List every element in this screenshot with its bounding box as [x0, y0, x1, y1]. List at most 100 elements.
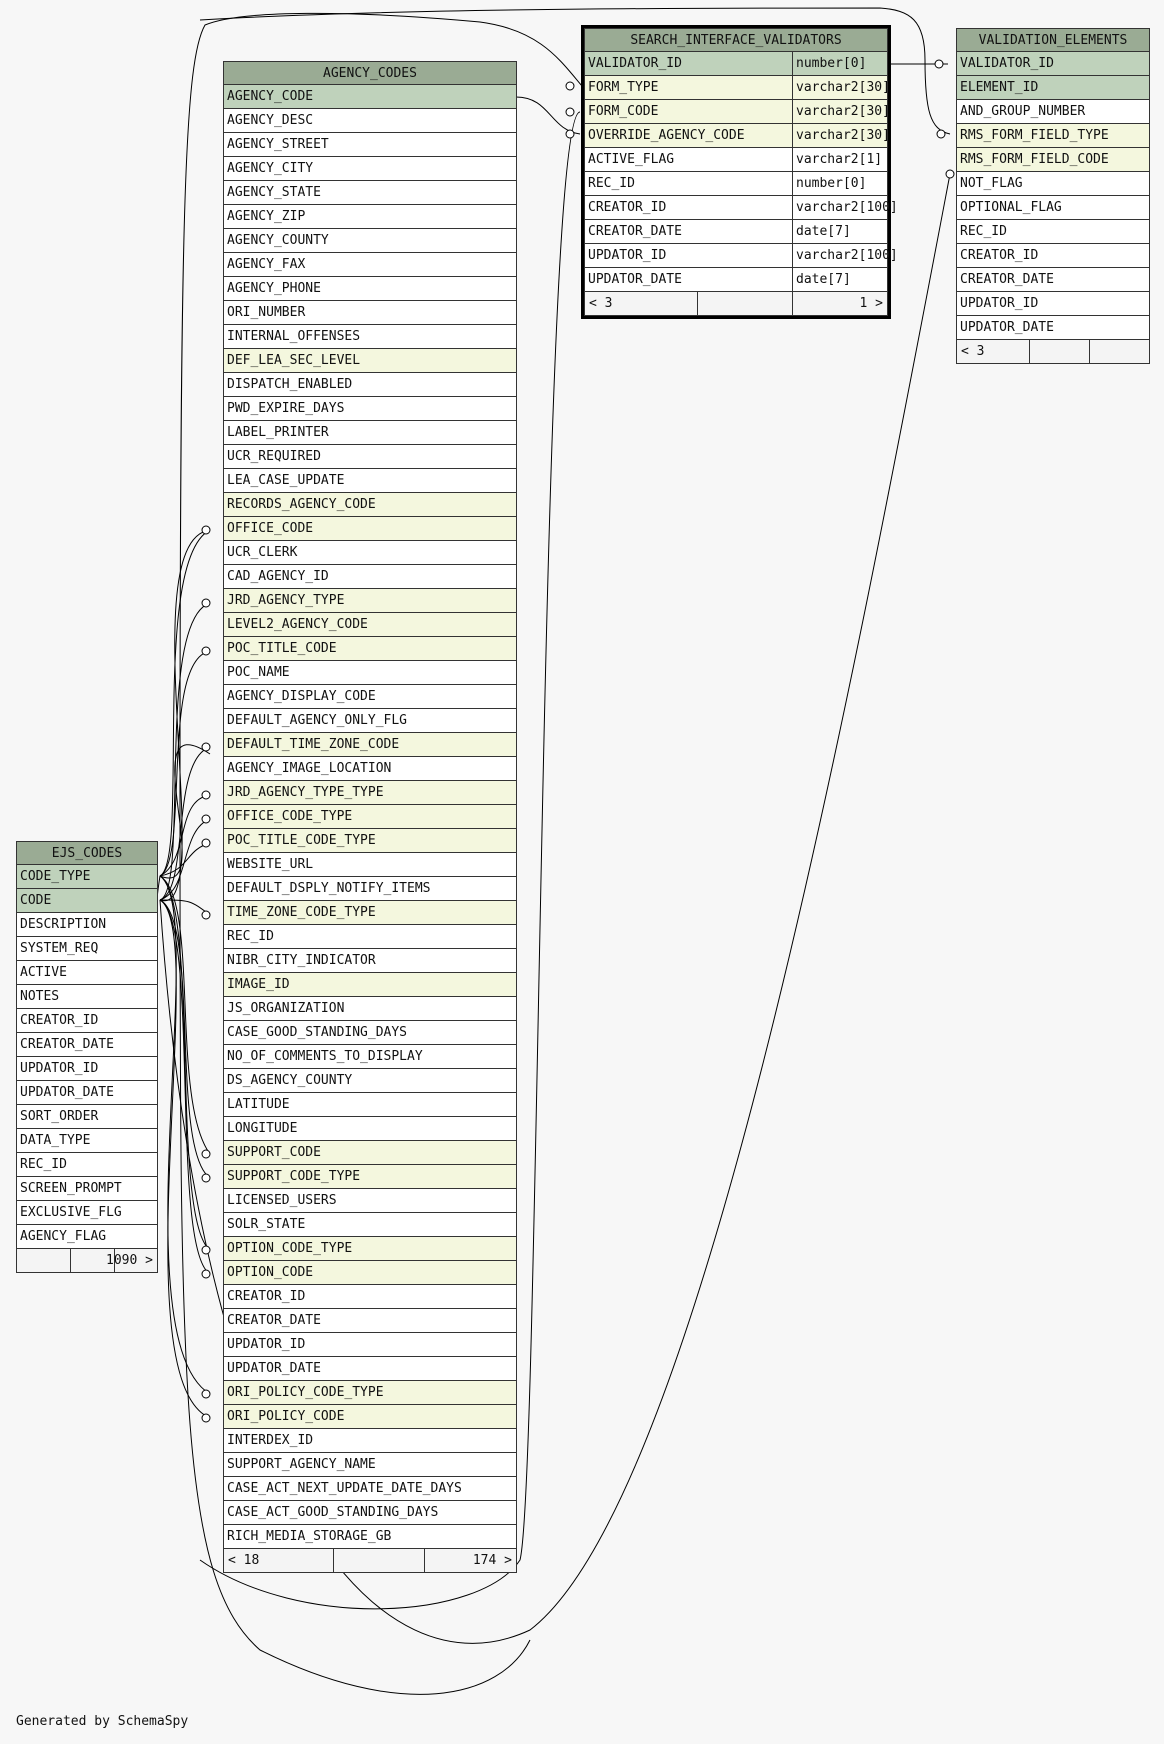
parent-count[interactable]: < 3: [961, 344, 985, 359]
column-row[interactable]: JS_ORGANIZATION: [223, 997, 517, 1021]
column-row[interactable]: UCR_CLERK: [223, 541, 517, 565]
column-row[interactable]: RMS_FORM_FIELD_TYPE: [956, 124, 1150, 148]
column-row[interactable]: OPTIONAL_FLAG: [956, 196, 1150, 220]
column-row[interactable]: AGENCY_DISPLAY_CODE: [223, 685, 517, 709]
column-row[interactable]: REC_ID: [956, 220, 1150, 244]
column-row[interactable]: CREATOR_ID: [223, 1285, 517, 1309]
parent-count[interactable]: < 3: [589, 296, 613, 311]
column-row[interactable]: LABEL_PRINTER: [223, 421, 517, 445]
column-row[interactable]: ACTIVE: [16, 961, 158, 985]
column-row[interactable]: LEA_CASE_UPDATE: [223, 469, 517, 493]
column-row[interactable]: UPDATOR_DATE: [956, 316, 1150, 340]
column-row[interactable]: DEFAULT_AGENCY_ONLY_FLG: [223, 709, 517, 733]
column-row[interactable]: WEBSITE_URL: [223, 853, 517, 877]
column-row[interactable]: CREATOR_DATE: [223, 1309, 517, 1333]
column-row[interactable]: CASE_GOOD_STANDING_DAYS: [223, 1021, 517, 1045]
column-row[interactable]: CODE: [16, 889, 158, 913]
column-row[interactable]: ORI_POLICY_CODE: [223, 1405, 517, 1429]
column-row[interactable]: LEVEL2_AGENCY_CODE: [223, 613, 517, 637]
child-count[interactable]: 1090 >: [106, 1253, 153, 1268]
column-row[interactable]: NO_OF_COMMENTS_TO_DISPLAY: [223, 1045, 517, 1069]
column-row[interactable]: AGENCY_STATE: [223, 181, 517, 205]
child-count[interactable]: 1 >: [859, 296, 883, 311]
column-row[interactable]: UCR_REQUIRED: [223, 445, 517, 469]
column-row[interactable]: CREATOR_ID: [956, 244, 1150, 268]
column-row[interactable]: CREATOR_DATE: [16, 1033, 158, 1057]
column-row[interactable]: SUPPORT_CODE: [223, 1141, 517, 1165]
column-row[interactable]: RICH_MEDIA_STORAGE_GB: [223, 1525, 517, 1549]
column-row[interactable]: DESCRIPTION: [16, 913, 158, 937]
column-row[interactable]: AND_GROUP_NUMBER: [956, 100, 1150, 124]
column-row[interactable]: NOT_FLAG: [956, 172, 1150, 196]
column-row[interactable]: CASE_ACT_GOOD_STANDING_DAYS: [223, 1501, 517, 1525]
column-row[interactable]: VALIDATOR_ID: [956, 52, 1150, 76]
column-row[interactable]: CAD_AGENCY_ID: [223, 565, 517, 589]
column-row[interactable]: EXCLUSIVE_FLG: [16, 1201, 158, 1225]
column-row[interactable]: OPTION_CODE: [223, 1261, 517, 1285]
column-row[interactable]: AGENCY_DESC: [223, 109, 517, 133]
column-row[interactable]: POC_TITLE_CODE_TYPE: [223, 829, 517, 853]
column-row[interactable]: POC_NAME: [223, 661, 517, 685]
column-row[interactable]: DEFAULT_DSPLY_NOTIFY_ITEMS: [223, 877, 517, 901]
column-row[interactable]: CODE_TYPE: [16, 865, 158, 889]
column-row[interactable]: RMS_FORM_FIELD_CODE: [956, 148, 1150, 172]
column-row[interactable]: OFFICE_CODE_TYPE: [223, 805, 517, 829]
column-row[interactable]: AGENCY_STREET: [223, 133, 517, 157]
column-row[interactable]: CREATOR_DATE: [956, 268, 1150, 292]
column-row[interactable]: UPDATOR_DATE: [16, 1081, 158, 1105]
column-row[interactable]: JRD_AGENCY_TYPE_TYPE: [223, 781, 517, 805]
column-row[interactable]: PWD_EXPIRE_DAYS: [223, 397, 517, 421]
column-row[interactable]: AGENCY_IMAGE_LOCATION: [223, 757, 517, 781]
column-row[interactable]: SOLR_STATE: [223, 1213, 517, 1237]
column-row[interactable]: UPDATOR_ID: [223, 1333, 517, 1357]
column-row[interactable]: LONGITUDE: [223, 1117, 517, 1141]
column-row[interactable]: UPDATOR_DATE: [223, 1357, 517, 1381]
table-header[interactable]: SEARCH_INTERFACE_VALIDATORS: [584, 28, 888, 52]
table-header[interactable]: EJS_CODES: [16, 841, 158, 865]
column-row[interactable]: DATA_TYPE: [16, 1129, 158, 1153]
column-row[interactable]: NIBR_CITY_INDICATOR: [223, 949, 517, 973]
column-row[interactable]: DS_AGENCY_COUNTY: [223, 1069, 517, 1093]
column-row[interactable]: DEFAULT_TIME_ZONE_CODE: [223, 733, 517, 757]
column-row[interactable]: RECORDS_AGENCY_CODE: [223, 493, 517, 517]
column-row[interactable]: ORI_POLICY_CODE_TYPE: [223, 1381, 517, 1405]
column-row[interactable]: AGENCY_COUNTY: [223, 229, 517, 253]
column-row[interactable]: AGENCY_ZIP: [223, 205, 517, 229]
column-row[interactable]: AGENCY_CODE: [223, 85, 517, 109]
column-row[interactable]: INTERDEX_ID: [223, 1429, 517, 1453]
column-row[interactable]: TIME_ZONE_CODE_TYPE: [223, 901, 517, 925]
column-row[interactable]: INTERNAL_OFFENSES: [223, 325, 517, 349]
column-row[interactable]: SORT_ORDER: [16, 1105, 158, 1129]
column-row[interactable]: CASE_ACT_NEXT_UPDATE_DATE_DAYS: [223, 1477, 517, 1501]
column-row[interactable]: SCREEN_PROMPT: [16, 1177, 158, 1201]
column-row[interactable]: UPDATOR_ID: [16, 1057, 158, 1081]
column-row[interactable]: DEF_LEA_SEC_LEVEL: [223, 349, 517, 373]
column-row[interactable]: AGENCY_PHONE: [223, 277, 517, 301]
child-count[interactable]: 174 >: [472, 1553, 512, 1568]
column-row[interactable]: DISPATCH_ENABLED: [223, 373, 517, 397]
column-row[interactable]: SUPPORT_CODE_TYPE: [223, 1165, 517, 1189]
column-row[interactable]: OPTION_CODE_TYPE: [223, 1237, 517, 1261]
parent-count[interactable]: < 18: [228, 1553, 260, 1568]
column-row[interactable]: IMAGE_ID: [223, 973, 517, 997]
column-row[interactable]: CREATOR_ID: [16, 1009, 158, 1033]
column-row[interactable]: AGENCY_CITY: [223, 157, 517, 181]
column-row[interactable]: POC_TITLE_CODE: [223, 637, 517, 661]
table-header[interactable]: AGENCY_CODES: [223, 61, 517, 85]
column-row[interactable]: JRD_AGENCY_TYPE: [223, 589, 517, 613]
column-row[interactable]: REC_ID: [223, 925, 517, 949]
column-row[interactable]: NOTES: [16, 985, 158, 1009]
column-row[interactable]: ELEMENT_ID: [956, 76, 1150, 100]
column-row[interactable]: REC_ID: [16, 1153, 158, 1177]
